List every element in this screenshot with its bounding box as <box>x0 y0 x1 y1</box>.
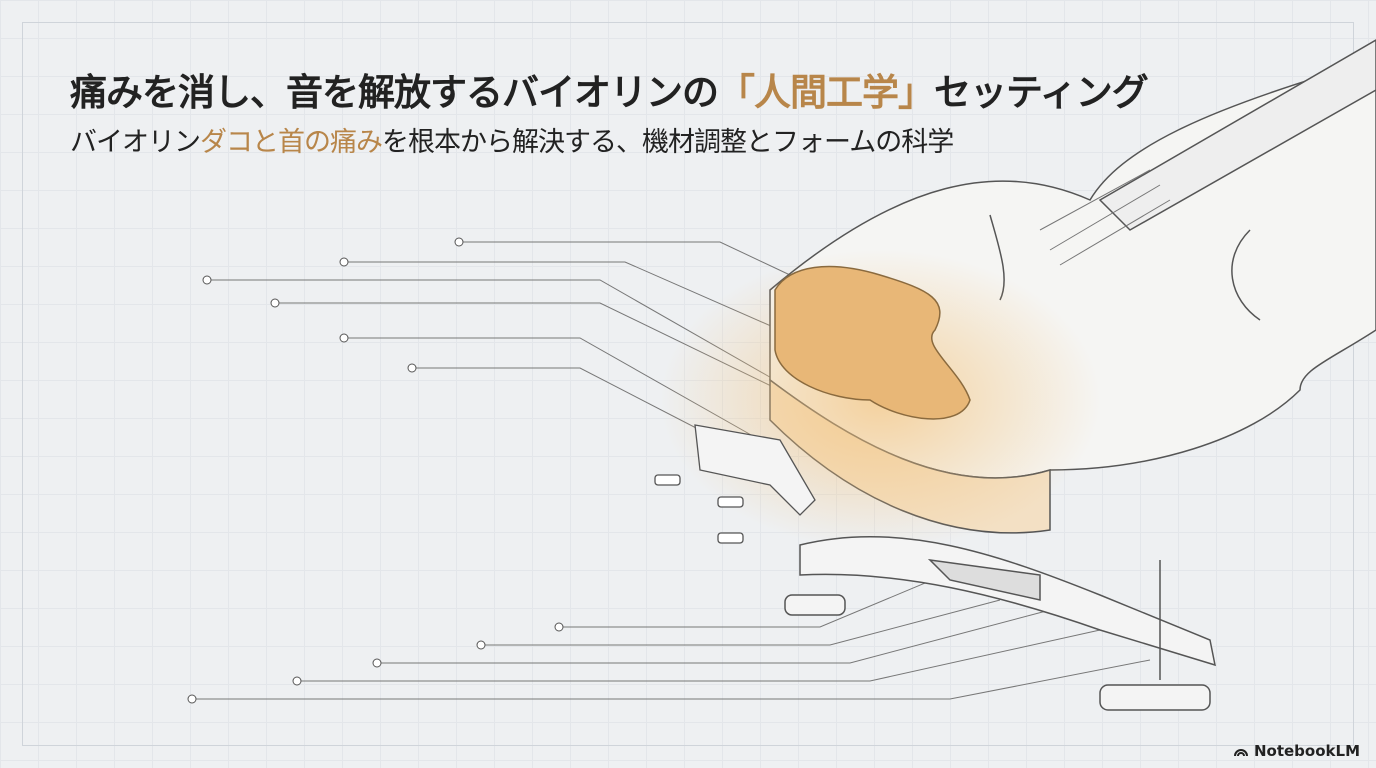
subtitle-text-end: を根本から解決する、機材調整とフォームの科学 <box>382 127 954 158</box>
title-text: 痛みを消し、音を解放するバイオリンの <box>70 71 719 114</box>
subtitle-text: バイオリン <box>70 127 201 158</box>
notebooklm-logo-icon <box>1233 749 1248 757</box>
logo-text: NotebookLM <box>1253 742 1360 760</box>
page-title: 痛みを消し、音を解放するバイオリンの「人間工学」セッティング <box>70 62 1149 116</box>
title-highlight: 「人間工学」 <box>718 71 935 114</box>
callout-markers <box>187 237 564 704</box>
chinrest <box>774 265 971 420</box>
chinrest-bracket <box>654 424 816 544</box>
shoulder-rest <box>784 535 1216 711</box>
blueprint-frame <box>22 22 1354 746</box>
title-text-end: セッティング <box>934 71 1149 114</box>
page-subtitle: バイオリンダコと首の痛みを根本から解決する、機材調整とフォームの科学 <box>70 120 954 159</box>
notebooklm-logo: NotebookLM <box>1233 742 1360 760</box>
subtitle-highlight: ダコと首の痛み <box>200 127 383 158</box>
